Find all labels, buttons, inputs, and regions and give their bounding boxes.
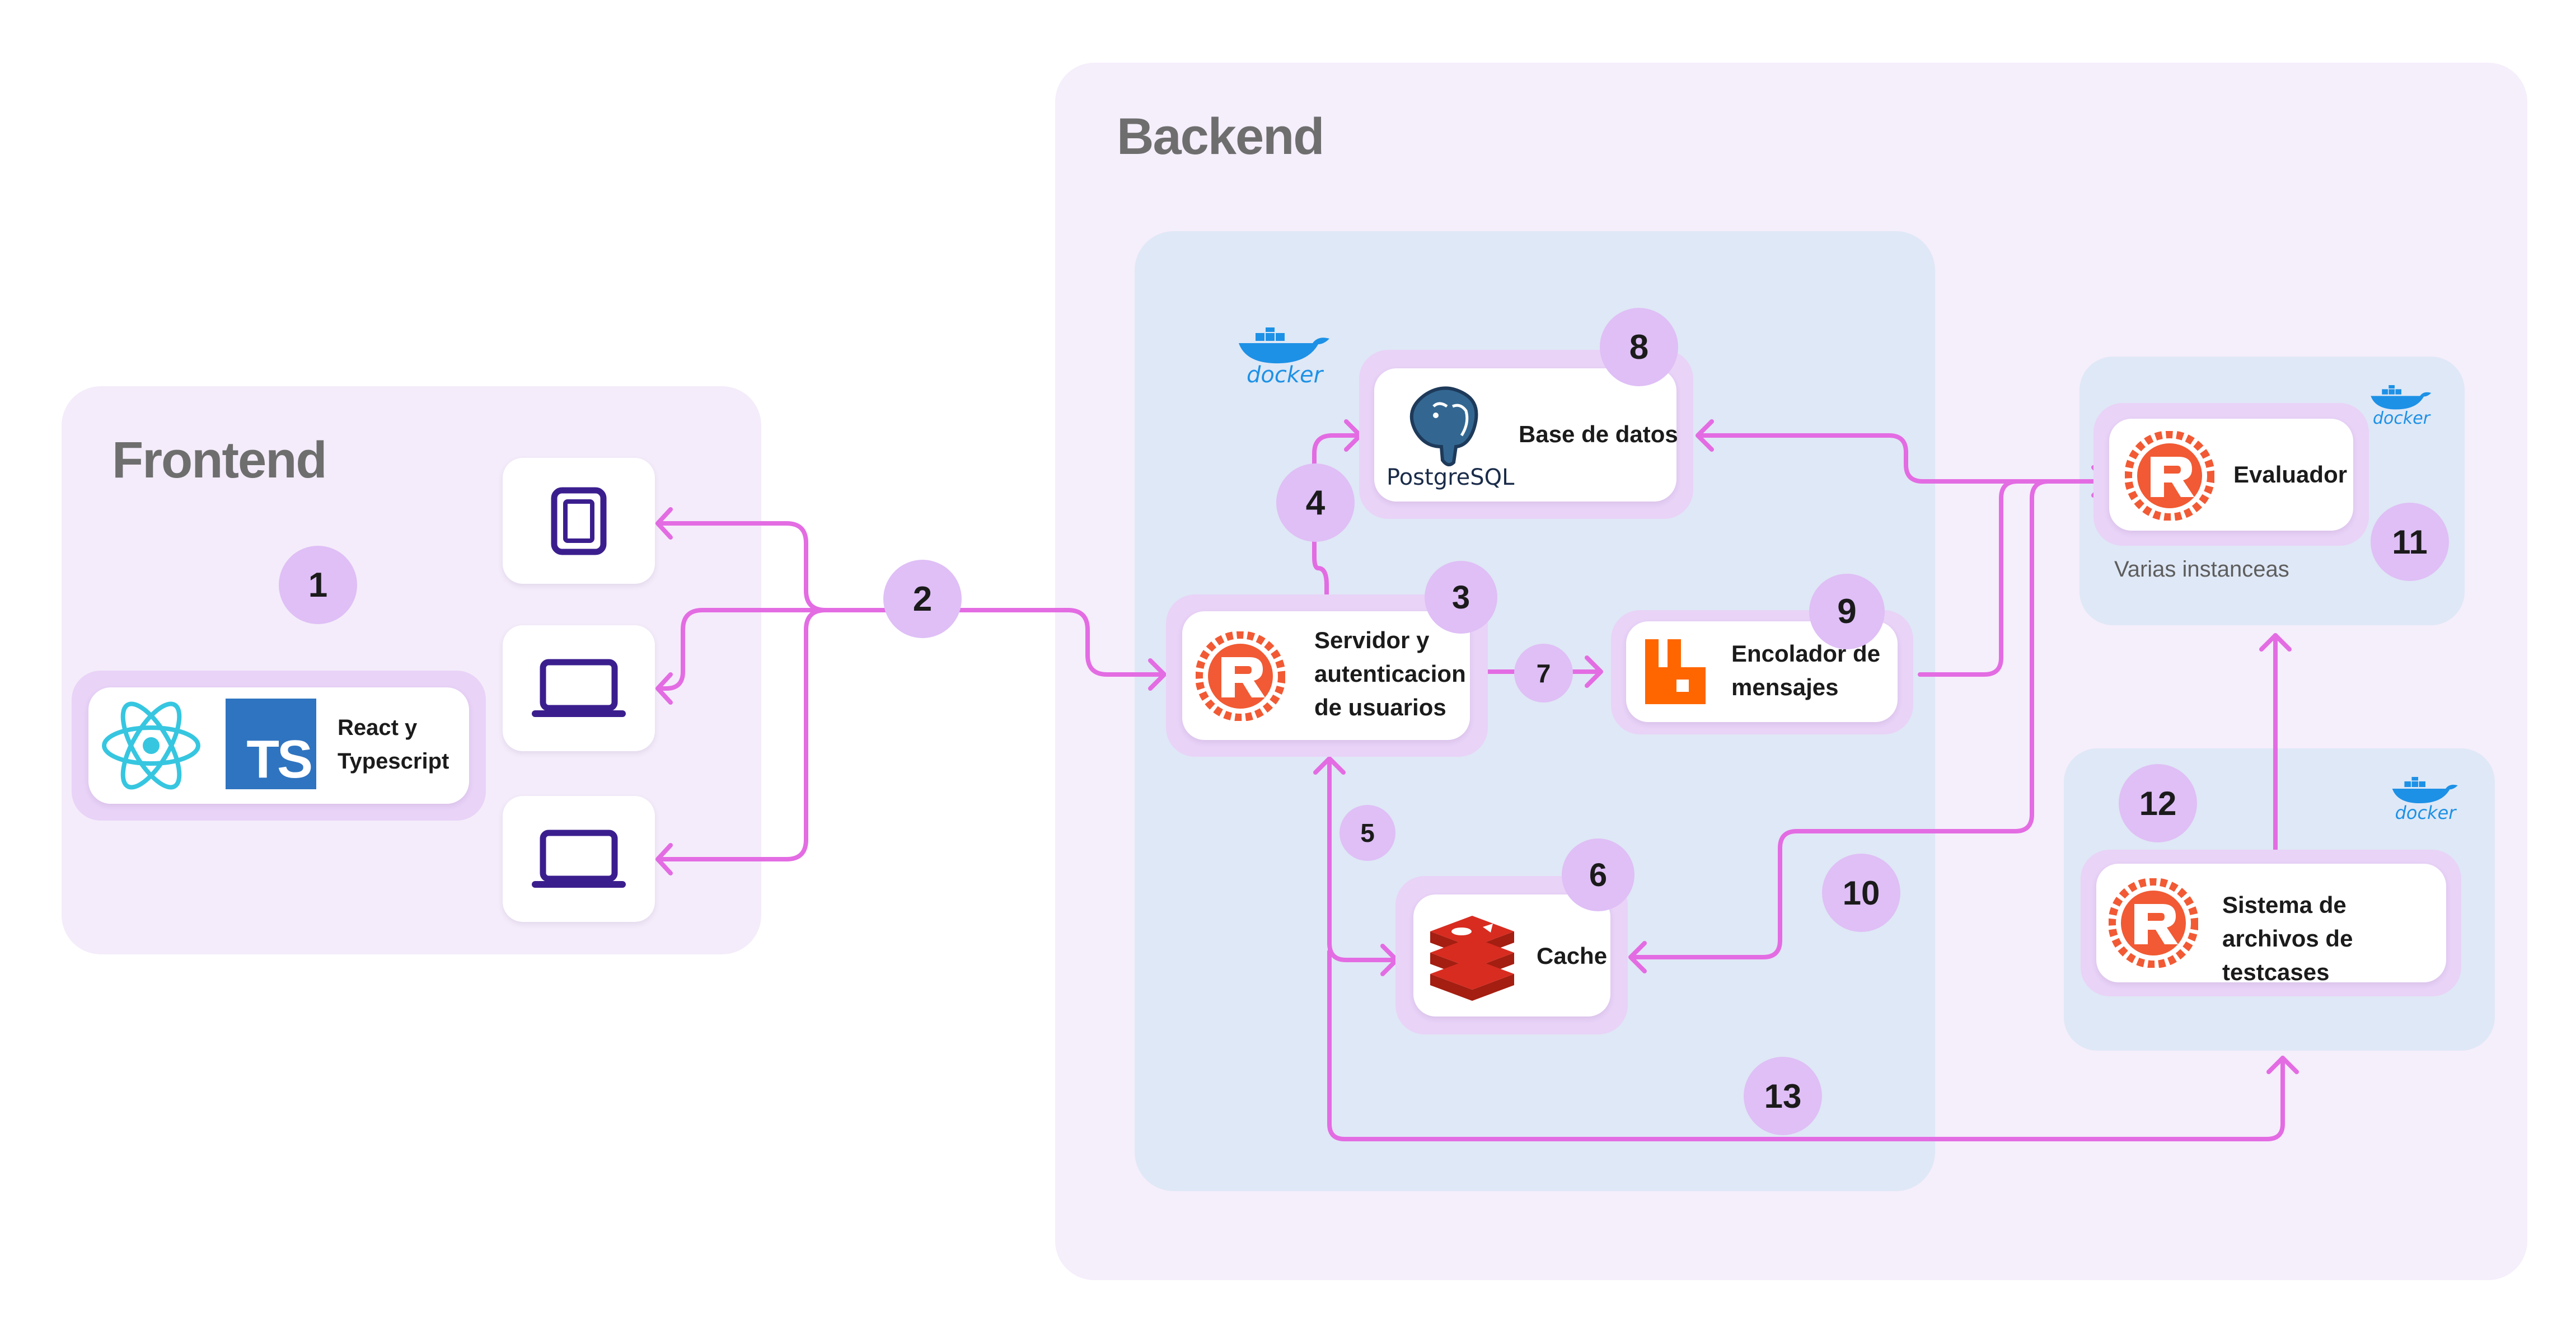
server-cache-connector [1313, 756, 1399, 976]
rust-logo-icon [2125, 431, 2214, 521]
step-badge-11: 11 [2371, 503, 2449, 581]
redis-logo-icon [1430, 916, 1514, 1001]
client-card[interactable]: TS React y Typescript [88, 687, 469, 804]
tablet-device[interactable] [503, 458, 655, 584]
step-badge-6: 6 [1562, 839, 1634, 911]
step-badge-1: 1 [279, 546, 357, 624]
tablet-icon [551, 487, 607, 555]
filesystem-label: Sistema de archivos de testcases [2222, 892, 2353, 985]
step-badge-9: 9 [1809, 574, 1885, 649]
filesystem-card[interactable]: Sistema de archivos de testcases [2096, 864, 2446, 985]
database-label: Base de datos [1519, 421, 1678, 447]
step-badge-4: 4 [1276, 463, 1355, 542]
step-badge-7: 7 [1514, 644, 1573, 702]
laptop-icon [532, 659, 626, 717]
evaluator-note: Varias instanceas [2114, 557, 2289, 582]
step-badge-2: 2 [883, 560, 962, 638]
database-card[interactable]: PostgreSQL Base de datos [1374, 368, 1678, 502]
postgresql-logo-icon [1409, 386, 1478, 467]
rabbitmq-logo-icon [1645, 639, 1706, 704]
rust-logo-icon [2109, 878, 2198, 968]
evaluator-label: Evaluador [2233, 461, 2348, 488]
step-badge-5: 5 [1339, 805, 1395, 861]
queue-label: Encolador de mensajes [1731, 640, 1881, 700]
rust-logo-icon [1196, 631, 1285, 721]
step-badge-8: 8 [1600, 308, 1678, 386]
step-badge-3: 3 [1425, 561, 1497, 634]
filesystem-connectors [1327, 633, 2299, 1141]
laptop-icon [532, 830, 626, 888]
cache-card[interactable]: Cache [1413, 894, 1610, 1017]
docker-logo-icon: docker [2368, 383, 2435, 435]
docker-logo-icon: docker [2389, 775, 2462, 830]
step-badge-10: 10 [1822, 854, 1900, 932]
client-label: React y Typescript [338, 715, 449, 774]
evaluator-card[interactable]: Evaluador [2109, 419, 2353, 531]
laptop-device-2[interactable] [503, 796, 655, 922]
postgresql-logo-text: PostgreSQL [1387, 465, 1515, 490]
typescript-logo-icon: TS [226, 699, 316, 789]
frontend-title: Frontend [112, 432, 327, 489]
react-logo-icon [102, 701, 200, 790]
cache-label: Cache [1537, 943, 1608, 969]
step-badge-12: 12 [2119, 764, 2197, 842]
laptop-device-1[interactable] [503, 625, 655, 751]
docker-logo-icon: docker [1234, 324, 1335, 389]
step-badge-13: 13 [1744, 1057, 1822, 1135]
backend-title: Backend [1117, 108, 1324, 165]
server-label: Servidor y autenticacion de usuarios [1314, 627, 1466, 720]
client-connectors [655, 507, 1167, 875]
server-card[interactable]: Servidor y autenticacion de usuarios [1182, 611, 1470, 740]
